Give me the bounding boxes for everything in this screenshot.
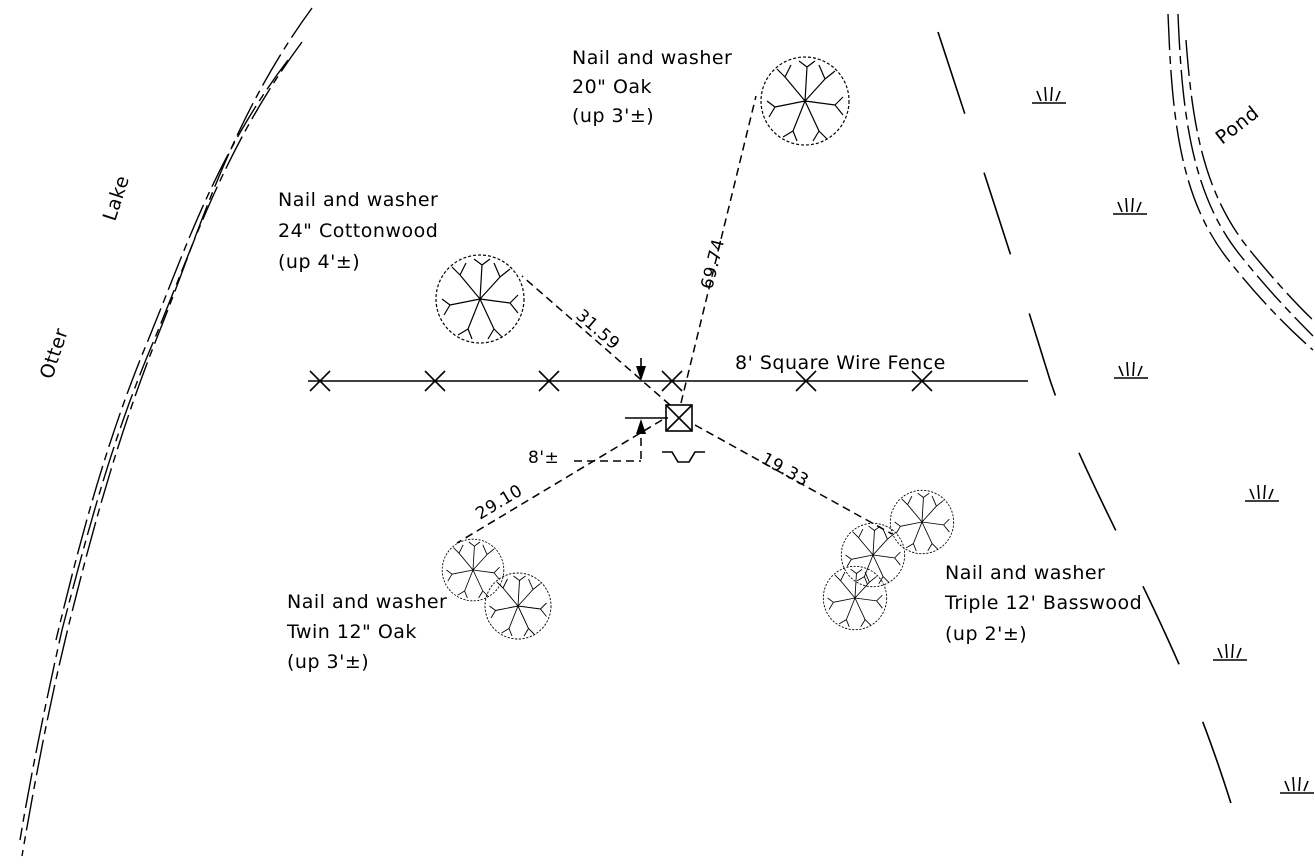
tree-label-cottonwood: Nail and washer 24" Cottonwood (up 4'±) (278, 189, 438, 273)
offset-distance: 8'± (528, 448, 559, 468)
tree-label-line2: Twin 12" Oak (286, 621, 417, 643)
tree-label-twin-oak: Nail and washer Twin 12" Oak (up 3'±) (286, 591, 447, 673)
tie-distance-basswood: 19.33 (758, 449, 812, 491)
square-monument-icon (665, 404, 693, 432)
tree-label-basswood: Nail and washer Triple 12' Basswood (up … (944, 562, 1142, 645)
lake-label-otter: Otter (36, 325, 73, 381)
tree-label-line2: 20" Oak (572, 76, 652, 98)
tree-icon (889, 489, 955, 555)
tree-label-line1: Nail and washer (278, 189, 438, 211)
tree-icon (435, 254, 525, 344)
tree-icon (760, 56, 850, 146)
tree-icon (484, 572, 552, 640)
tie-distance-20-oak: 69.74 (697, 237, 729, 291)
tree-icon (441, 538, 505, 602)
limit-line (937, 31, 1244, 843)
tree-label-line3: (up 3'±) (287, 651, 369, 673)
ditch-icon (662, 451, 705, 463)
tree-label-line3: (up 3'±) (572, 105, 654, 127)
marsh-icon (1113, 361, 1149, 379)
marsh-icon (1031, 86, 1067, 104)
fence-line (308, 370, 1028, 392)
tree-label-line2: 24" Cottonwood (278, 220, 438, 242)
marsh-icon (1279, 776, 1315, 794)
marsh-icon (1244, 484, 1280, 502)
marsh-icon (1212, 643, 1248, 661)
tree-label-line2: Triple 12' Basswood (944, 592, 1142, 614)
tree-icon (840, 522, 906, 588)
fence-label: 8' Square Wire Fence (735, 352, 946, 374)
tree-label-line1: Nail and washer (945, 562, 1105, 584)
tree-label-line1: Nail and washer (572, 47, 732, 69)
tree-label-20-oak: Nail and washer 20" Oak (up 3'±) (572, 47, 732, 127)
tree-icon (822, 565, 888, 631)
pond-label: Pond (1212, 102, 1264, 149)
tie-lines (456, 95, 893, 544)
lake-shoreline (19, 7, 313, 857)
pond-shoreline (1167, 13, 1314, 351)
marsh-icon (1112, 197, 1148, 215)
offset-dimension (574, 358, 668, 462)
tree-label-line3: (up 4'±) (278, 251, 360, 273)
lake-label-lake: Lake (99, 173, 134, 224)
tie-distance-cottonwood: 31.59 (572, 306, 624, 355)
tree-label-line1: Nail and washer (287, 591, 447, 613)
tree-label-line3: (up 2'±) (945, 623, 1027, 645)
